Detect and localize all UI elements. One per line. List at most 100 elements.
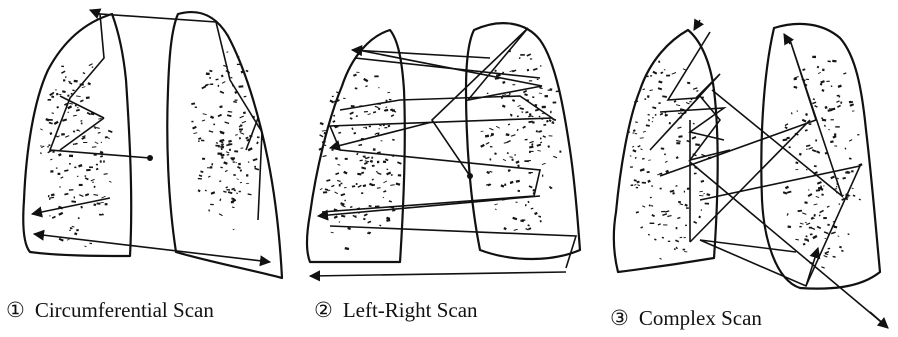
tissue-speck bbox=[203, 113, 207, 115]
tissue-speck bbox=[652, 117, 654, 118]
tissue-speck bbox=[64, 169, 68, 172]
tissue-speck bbox=[239, 85, 244, 88]
tissue-speck bbox=[216, 142, 218, 144]
tissue-speck bbox=[512, 84, 515, 85]
tissue-speck bbox=[221, 75, 224, 78]
tissue-speck bbox=[219, 213, 223, 216]
tissue-speck bbox=[73, 143, 75, 145]
tissue-speck bbox=[517, 129, 519, 131]
tissue-speck bbox=[257, 136, 260, 138]
tissue-speck bbox=[817, 66, 820, 69]
tissue-speck bbox=[219, 180, 221, 182]
tissue-speck bbox=[814, 105, 818, 108]
tissue-speck bbox=[63, 79, 65, 81]
tissue-speck bbox=[837, 235, 839, 237]
tissue-speck bbox=[537, 144, 542, 147]
tissue-speck bbox=[372, 179, 374, 181]
tissue-speck bbox=[71, 200, 76, 203]
tissue-speck bbox=[517, 190, 520, 192]
tissue-speck bbox=[512, 70, 516, 73]
tissue-speck bbox=[210, 204, 214, 205]
tissue-speck bbox=[218, 85, 220, 87]
tissue-speck bbox=[224, 121, 229, 124]
tissue-speck bbox=[92, 181, 93, 182]
tissue-speck bbox=[666, 75, 670, 77]
tissue-speck bbox=[703, 193, 705, 194]
tissue-speck bbox=[337, 164, 340, 166]
tissue-speck bbox=[795, 161, 798, 164]
tissue-speck bbox=[93, 203, 96, 206]
lung-left-outline bbox=[761, 24, 880, 289]
tissue-speck bbox=[244, 96, 247, 98]
tissue-speck bbox=[341, 215, 345, 218]
tissue-speck bbox=[53, 92, 55, 93]
tissue-speck bbox=[540, 137, 542, 139]
tissue-speck bbox=[219, 105, 222, 108]
tissue-speck bbox=[496, 126, 500, 129]
tissue-speck bbox=[195, 107, 197, 108]
tissue-speck bbox=[654, 239, 656, 241]
tissue-speck bbox=[502, 81, 505, 84]
tissue-speck bbox=[805, 129, 808, 131]
tissue-speck bbox=[352, 215, 356, 218]
lung-left-outline bbox=[167, 12, 282, 278]
tissue-speck bbox=[47, 146, 49, 148]
tissue-speck bbox=[809, 227, 812, 229]
tissue-speck bbox=[540, 142, 542, 144]
tissue-speck bbox=[684, 191, 685, 193]
tissue-speck bbox=[814, 204, 818, 206]
tissue-speck bbox=[104, 173, 108, 175]
tissue-speck bbox=[637, 184, 640, 186]
tissue-speck bbox=[791, 112, 793, 114]
tissue-speck bbox=[333, 115, 335, 117]
tissue-speck bbox=[640, 226, 643, 228]
tissue-speck bbox=[805, 222, 807, 224]
tissue-speck bbox=[811, 217, 815, 220]
tissue-speck bbox=[324, 132, 326, 134]
tissue-speck bbox=[816, 196, 820, 198]
tissue-speck bbox=[370, 160, 373, 163]
tissue-speck bbox=[645, 76, 649, 78]
tissue-speck bbox=[662, 237, 664, 239]
tissue-speck bbox=[240, 182, 242, 183]
tissue-speck bbox=[78, 217, 80, 219]
tissue-speck bbox=[100, 160, 102, 162]
tissue-speck bbox=[819, 210, 824, 214]
tissue-speck bbox=[73, 130, 76, 133]
tissue-speck bbox=[69, 82, 73, 85]
tissue-speck bbox=[539, 93, 542, 94]
tissue-speck bbox=[542, 163, 546, 165]
tissue-speck bbox=[647, 95, 650, 98]
tissue-speck bbox=[191, 121, 193, 123]
tissue-speck bbox=[553, 156, 557, 158]
tissue-speck bbox=[56, 106, 59, 108]
tissue-speck bbox=[241, 147, 244, 148]
tissue-speck bbox=[105, 136, 108, 138]
tissue-speck bbox=[841, 250, 844, 252]
caption-label: Complex Scan bbox=[639, 306, 762, 330]
tissue-speck bbox=[87, 112, 91, 115]
tissue-speck bbox=[339, 221, 340, 222]
tissue-speck bbox=[233, 174, 236, 176]
tissue-speck bbox=[339, 184, 341, 187]
tissue-speck bbox=[528, 172, 531, 174]
tissue-speck bbox=[356, 72, 359, 73]
tissue-speck bbox=[647, 180, 651, 183]
tissue-speck bbox=[385, 106, 387, 108]
tissue-speck bbox=[553, 101, 557, 103]
tissue-speck bbox=[361, 192, 363, 194]
tissue-speck bbox=[808, 193, 813, 197]
tissue-speck bbox=[481, 131, 484, 133]
tissue-speck bbox=[377, 187, 381, 189]
tissue-speck bbox=[55, 89, 56, 91]
tissue-speck bbox=[636, 181, 639, 184]
tissue-speck bbox=[92, 146, 96, 147]
tissue-speck bbox=[812, 101, 816, 104]
tissue-speck bbox=[658, 87, 662, 90]
tissue-speck bbox=[642, 182, 646, 184]
tissue-speck bbox=[808, 147, 813, 150]
tissue-speck bbox=[662, 213, 667, 216]
tissue-speck bbox=[676, 142, 680, 144]
tissue-speck bbox=[48, 99, 52, 101]
tissue-speck bbox=[651, 214, 655, 217]
